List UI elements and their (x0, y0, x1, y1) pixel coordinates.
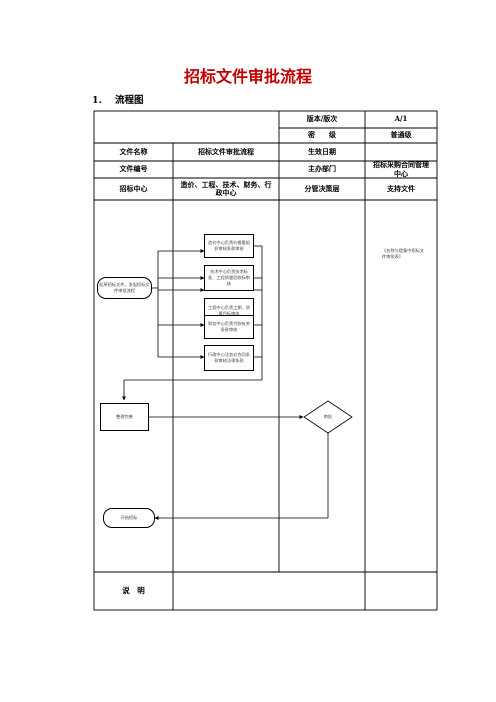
secret-label: 密 级 (308, 130, 336, 140)
file-no-label: 文件编号 (119, 164, 148, 174)
dept-label: 主办部门 (308, 164, 336, 174)
version-value: A/1 (394, 114, 408, 124)
start-node: 起草招标文件，发起招标文件审批流程 (97, 277, 152, 299)
review-tech-box: 技术中心负责技术标准、工程质量验收标审核 (204, 265, 254, 291)
section-heading: 1. 流程图 (92, 92, 144, 106)
review-cost-box: 造价中心负责价格量组织审核条款审核 (204, 234, 254, 258)
end-node: 开始招标 (103, 508, 155, 528)
file-name-value: 招标文件审批流程 (198, 146, 254, 156)
document-title: 招标文件审批流程 (183, 67, 312, 86)
review-legal-box: 行政中心法务对合同条款审核法律条款 (204, 345, 254, 371)
section-title: 流程图 (115, 95, 144, 106)
lane-header-support: 支持文件 (387, 183, 415, 193)
lane-header-centers: 造价、工程、技术、财务、行政中心 (180, 179, 272, 197)
effective-date-value (365, 143, 437, 161)
dept-value: 招标采购合同管理中心 (373, 160, 429, 178)
decision-diamond (303, 400, 353, 434)
review-finance-box: 财务中心负责付款有关条款审核 (204, 315, 254, 339)
file-name-label: 文件名称 (119, 146, 148, 156)
remark-label: 说 明 (122, 585, 145, 595)
finalize-box: 整理完善 (100, 403, 149, 431)
file-no-value (173, 161, 279, 178)
lane-header-bidding: 招标中心 (119, 183, 148, 193)
effective-date-label: 生效日期 (308, 146, 336, 156)
version-label: 版本/版次 (306, 114, 338, 124)
remark-value (173, 572, 437, 610)
lane-header-decision: 分管决策层 (304, 183, 340, 193)
support-document: 《名称与提集中招标文件审批表》 (382, 248, 424, 259)
decision-label: 审批 (323, 414, 333, 419)
secret-value: 普通级 (390, 130, 412, 140)
section-number: 1. (92, 95, 102, 106)
